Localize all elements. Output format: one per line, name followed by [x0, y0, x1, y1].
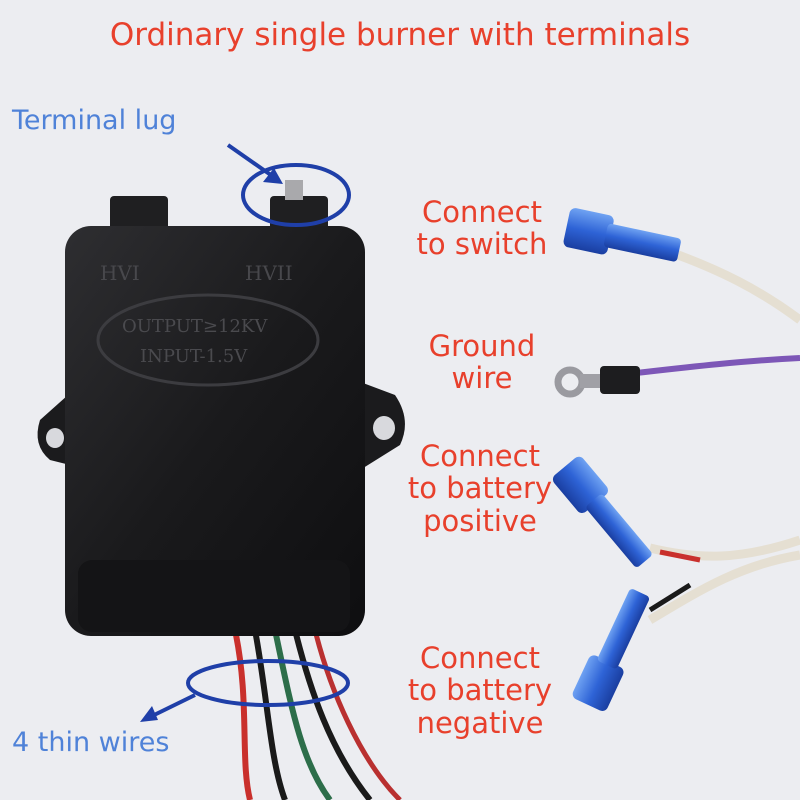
ground-wire-line-2: wire — [451, 361, 513, 396]
wires-highlight — [186, 659, 350, 707]
battery-positive-line-2: to battery — [407, 471, 553, 506]
battery-positive-label: Connect to battery positive — [380, 439, 580, 538]
connect-switch-line-1: Connect — [422, 195, 542, 229]
battery-negative-line-3: negative — [416, 705, 544, 740]
thin-wires — [232, 629, 402, 800]
ground-ring-terminal — [554, 366, 640, 398]
thin-wires-label: 4 thin wires — [12, 727, 170, 758]
ground-wire-line-1: Ground — [428, 329, 536, 363]
battery-negative-line-2: to battery — [407, 673, 553, 708]
ground-wire-label: Ground wire — [392, 330, 572, 395]
page-title: Ordinary single burner with terminals — [109, 17, 691, 53]
terminal-lug-highlight — [241, 163, 351, 227]
switch-terminal — [563, 208, 681, 262]
positive-terminal — [552, 456, 652, 567]
device-output-rating: OUTPUT≥12KV — [122, 316, 268, 337]
connect-switch-label: Connect to switch — [392, 196, 572, 261]
negative-terminal — [572, 589, 650, 711]
terminal-lug-label: Terminal lug — [12, 105, 177, 136]
connect-switch-line-2: to switch — [416, 227, 548, 262]
battery-positive-line-1: Connect — [420, 439, 540, 473]
battery-negative-line-1: Connect — [420, 641, 540, 675]
igniter-housing — [37, 180, 405, 636]
battery-negative-label: Connect to battery negative — [380, 641, 580, 740]
device-label-hv1: HVI — [100, 261, 140, 285]
terminal-lug-arrow — [226, 143, 283, 184]
wires-arrow — [140, 693, 196, 722]
device-label-hv2: HVII — [245, 261, 293, 285]
battery-positive-line-3: positive — [423, 503, 537, 538]
device-input-rating: INPUT-1.5V — [140, 346, 248, 367]
lead-wires — [589, 247, 800, 624]
